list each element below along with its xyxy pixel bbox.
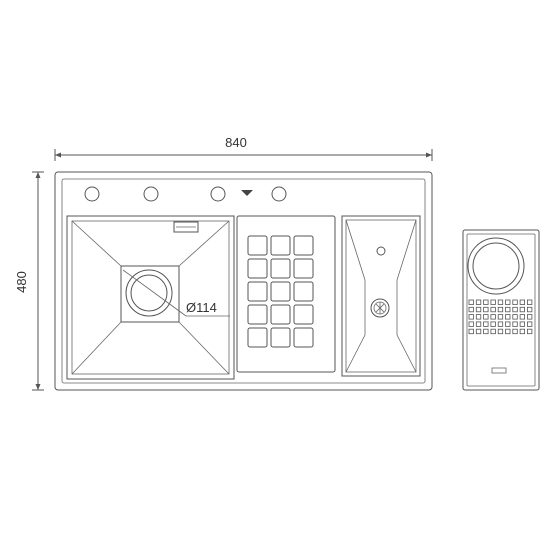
tap-hole-icon	[210, 186, 226, 202]
strainer-hole	[512, 328, 518, 335]
overflow-slot-icon	[173, 221, 199, 233]
drainer-area	[236, 215, 336, 373]
strainer-hole	[468, 299, 474, 305]
strainer-hole	[505, 328, 511, 335]
drainer-slot	[293, 235, 314, 256]
drainer-slot	[270, 281, 291, 302]
drainer-grid	[247, 235, 314, 348]
strainer-hole	[527, 299, 533, 305]
drainer-slot	[293, 327, 314, 348]
sink-body	[54, 171, 433, 391]
strainer-hole	[512, 321, 518, 327]
strainer-hole	[468, 306, 474, 313]
drainer-slot	[293, 304, 314, 325]
drainer-slot	[270, 304, 291, 325]
width-dimension: 840	[54, 135, 433, 161]
tap-hole-icon	[271, 186, 287, 202]
strainer-hole	[490, 314, 496, 320]
strainer-hole	[483, 299, 489, 305]
strainer-hole	[519, 321, 525, 327]
tap-hole-icon	[84, 186, 100, 202]
strainer-hole	[505, 306, 511, 313]
side-bowl	[341, 215, 421, 377]
strainer-hole	[475, 306, 482, 313]
strainer-hole	[519, 299, 525, 305]
strainer-hole	[475, 314, 482, 320]
drain-inner-icon	[130, 274, 168, 312]
main-bowl: Ø114	[66, 215, 235, 380]
strainer-hole	[505, 314, 511, 320]
strainer-hole	[483, 321, 489, 327]
side-drain-icon	[370, 298, 390, 318]
strainer-hole	[527, 306, 533, 313]
strainer-hole	[497, 321, 504, 327]
strainer-hole	[483, 314, 489, 320]
strainer-hole	[490, 306, 496, 313]
strainer-hole	[468, 321, 474, 327]
drainer-slot	[247, 235, 268, 256]
height-dimension: 480	[14, 171, 44, 391]
strainer-hole	[497, 328, 504, 335]
strainer-hole	[490, 328, 496, 335]
strainer-hole	[512, 306, 518, 313]
drainer-slot	[293, 258, 314, 279]
drainer-slot	[247, 304, 268, 325]
drainer-slot	[247, 258, 268, 279]
drainer-slot	[270, 258, 291, 279]
strainer-hole	[475, 299, 482, 305]
width-label: 840	[225, 135, 247, 150]
strainer-hole	[527, 321, 533, 327]
strainer-hole	[497, 314, 504, 320]
strainer-grid	[468, 299, 533, 335]
drain-outer-icon	[125, 269, 173, 317]
tap-holes	[84, 186, 287, 202]
strainer-hole	[475, 321, 482, 327]
strainer-hole	[497, 299, 504, 305]
strainer-hole	[527, 328, 533, 335]
strainer-basket-icon	[467, 237, 525, 295]
strainer-hole	[512, 314, 518, 320]
strainer-accessory	[462, 229, 540, 391]
strainer-hole	[497, 306, 504, 313]
drainer-slot	[270, 327, 291, 348]
overflow-icon	[241, 190, 253, 196]
strainer-hole	[468, 314, 474, 320]
strainer-hole	[490, 299, 496, 305]
drainer-slot	[247, 327, 268, 348]
height-label: 480	[14, 271, 29, 293]
strainer-hole	[490, 321, 496, 327]
tap-hole-icon	[143, 186, 159, 202]
drainer-slot	[293, 281, 314, 302]
drain-diameter-label: Ø114	[186, 300, 217, 315]
strainer-hole	[519, 306, 525, 313]
strainer-hole	[483, 328, 489, 335]
strainer-hole	[505, 299, 511, 305]
strainer-hole	[512, 299, 518, 305]
strainer-hole	[527, 314, 533, 320]
drainer-slot	[270, 235, 291, 256]
strainer-hole	[468, 328, 474, 335]
drainer-slot	[247, 281, 268, 302]
side-hole-icon	[376, 246, 386, 256]
strainer-hole	[505, 321, 511, 327]
strainer-hole	[519, 328, 525, 335]
strainer-hole	[475, 328, 482, 335]
strainer-hole	[519, 314, 525, 320]
strainer-hole	[483, 306, 489, 313]
